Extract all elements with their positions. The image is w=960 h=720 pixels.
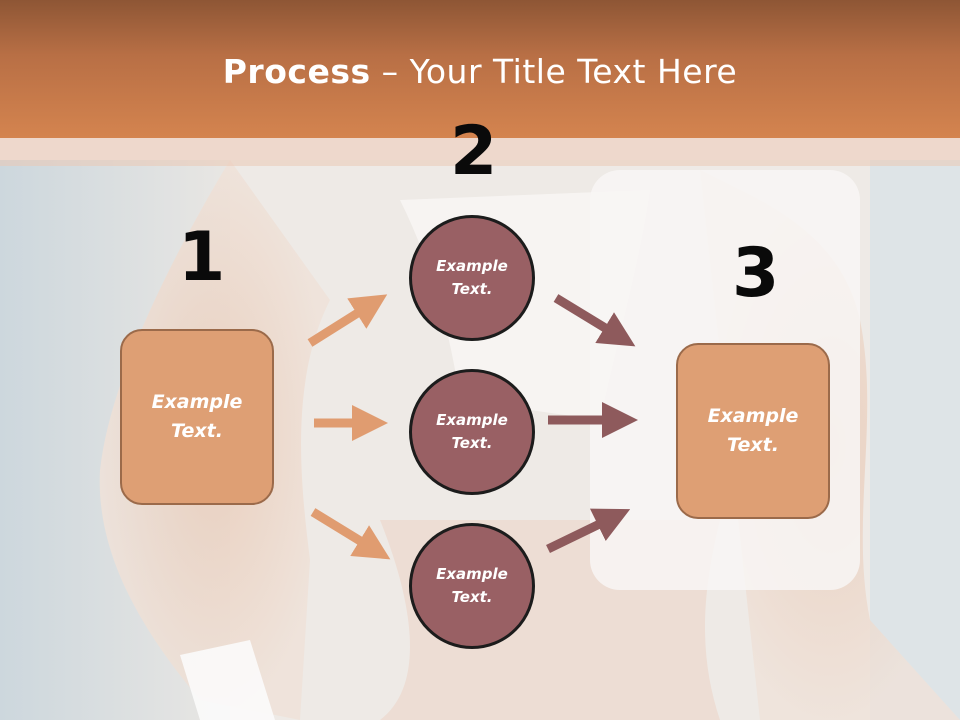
title-bar [0,0,960,138]
circle-3-text: Example Text. [436,565,508,606]
title-bold: Process [222,52,371,91]
arrow-from-circle-3 [546,508,631,554]
step-1-box: Example Text. [120,329,274,505]
step-3-box: Example Text. [676,343,830,519]
arrow-to-circle-3 [310,508,391,560]
step-1-number: 1 [178,218,226,297]
slide-title: Process – Your Title Text Here [0,52,960,91]
circle-2-text: Example Text. [436,411,508,452]
circle-1: Example Text. [409,215,535,341]
title-dash: – [370,52,410,91]
circle-3: Example Text. [409,523,535,649]
step-1-text: Example Text. [151,391,243,442]
arrow-from-circle-1 [553,294,636,347]
circle-2: Example Text. [409,369,535,495]
step-3-text: Example Text. [707,405,799,456]
circle-1-text: Example Text. [436,257,508,298]
title-rest: Your Title Text Here [409,52,738,91]
title-bar-strip [0,138,960,166]
step-3-number: 3 [732,234,780,313]
step-2-number: 2 [450,112,498,191]
arrow-to-circle-1 [307,294,388,347]
